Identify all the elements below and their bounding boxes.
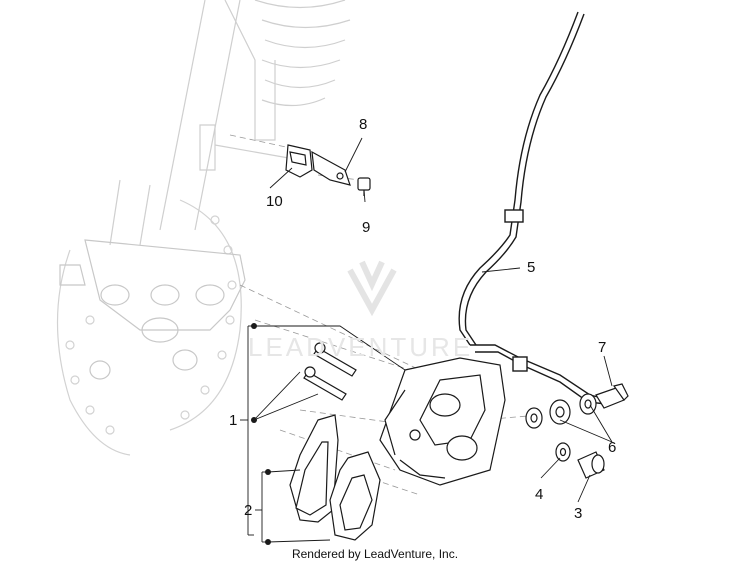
watermark-text: LEADVENTURE xyxy=(248,332,474,362)
callout-2: 2 xyxy=(244,502,253,519)
caliper-pins xyxy=(303,342,357,401)
part-3-bolt xyxy=(577,451,605,479)
part-5-brake-hose xyxy=(458,11,611,405)
callout-5: 5 xyxy=(527,259,536,276)
callout-7: 7 xyxy=(598,339,607,356)
part-8-clip xyxy=(311,150,351,186)
part-2-brake-pads xyxy=(289,414,381,541)
callout-4: 4 xyxy=(535,486,544,503)
part-6-washers xyxy=(525,393,597,429)
part-7-banjo-bolt xyxy=(595,383,629,409)
callout-1: 1 xyxy=(229,412,238,429)
callout-8: 8 xyxy=(359,116,368,133)
footer-credit: Rendered by LeadVenture, Inc. xyxy=(291,547,459,561)
part-10-bracket xyxy=(285,144,313,178)
brake-disc-ghost xyxy=(56,199,242,456)
leader-lines xyxy=(240,137,613,543)
part-1-caliper xyxy=(379,357,506,486)
caliper-ghost xyxy=(59,239,246,380)
watermark-logo xyxy=(347,260,397,317)
callout-9: 9 xyxy=(362,219,371,236)
callout-6: 6 xyxy=(608,439,617,456)
callout-3: 3 xyxy=(574,505,583,522)
callout-10: 10 xyxy=(266,193,283,210)
part-4-washer xyxy=(555,442,571,462)
leader-dots xyxy=(251,323,271,545)
fork-assembly-ghost xyxy=(109,0,351,246)
